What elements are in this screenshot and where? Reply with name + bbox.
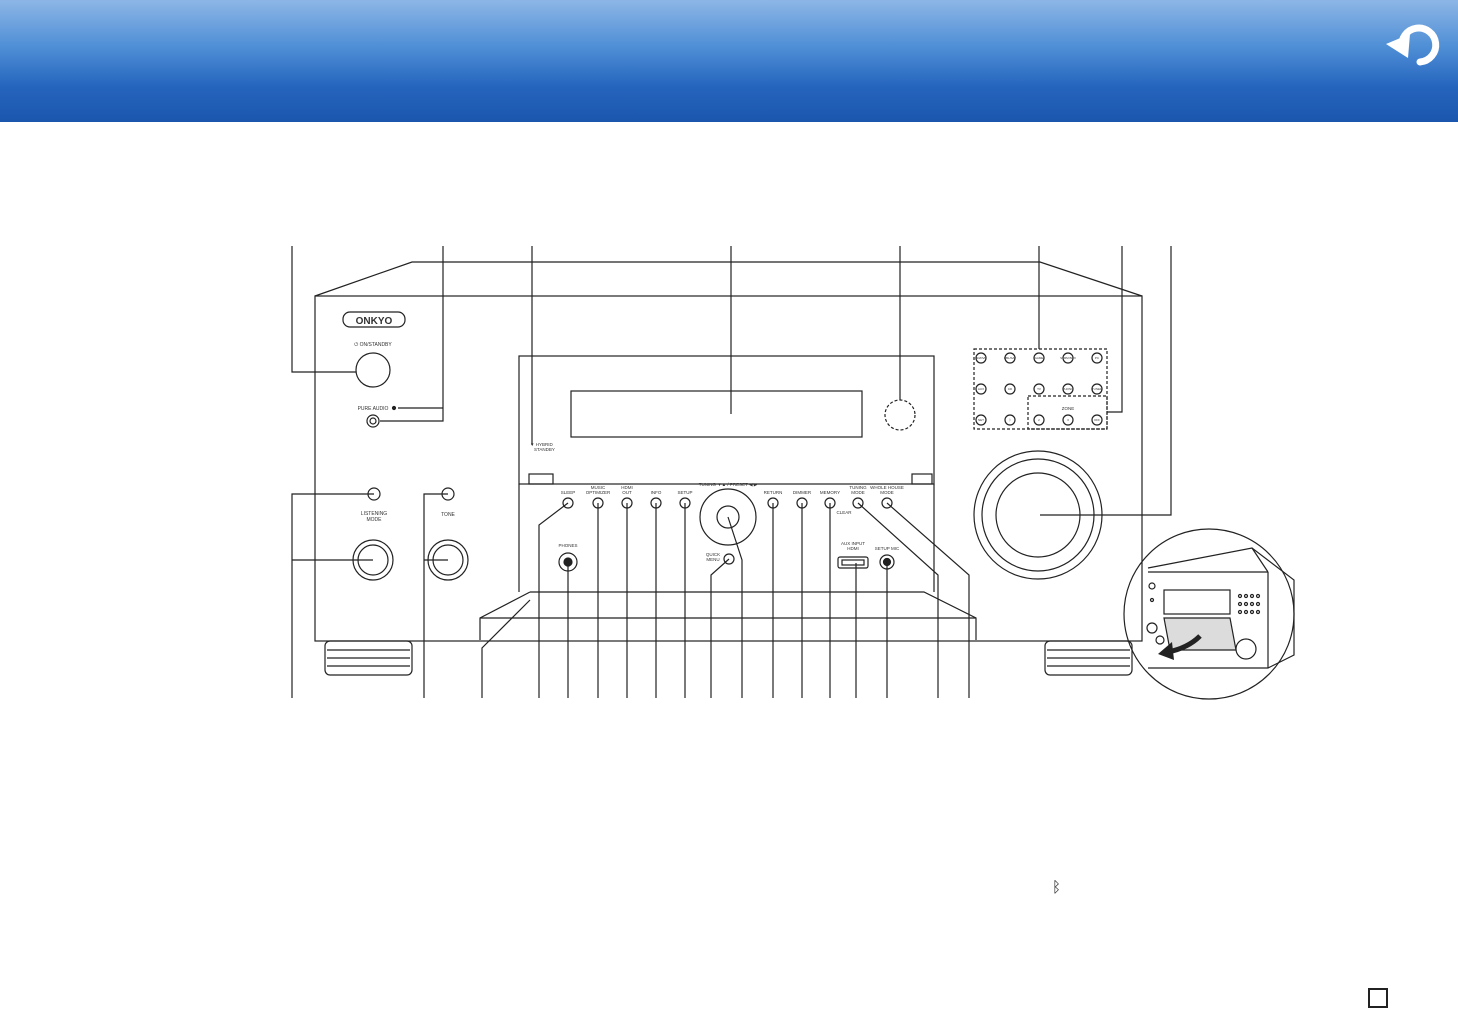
back-button[interactable] [1380, 18, 1442, 70]
input-button-net: NET [978, 418, 984, 422]
setup-mic-label: SETUP MIC [875, 546, 900, 551]
input-button-bd-dvd: BD/DVD [975, 356, 987, 360]
input-button-zone3: 3 [1067, 418, 1069, 422]
input-button-tv: TV [1037, 387, 1041, 391]
dimmer-label: DIMMER [793, 490, 812, 495]
clear-label: CLEAR [836, 510, 852, 515]
power-label: ⏻ ON/STANDBY [354, 342, 392, 348]
input-button-bluetooth: ᛒ [1009, 418, 1011, 422]
tuning-mode-label-2: MODE [851, 490, 865, 495]
listening-mode-label: LISTENING [361, 511, 388, 517]
sleep-label: SLEEP [561, 490, 576, 495]
brand-logo: ONKYO [356, 316, 393, 327]
hdmi-out-label: HDMI [621, 485, 633, 490]
whole-house-label-2: MODE [880, 490, 894, 495]
tuning-preset-label: TUNING ▼▲ / PRESET ◀ ▶ [699, 482, 758, 487]
aux-input-label: AUX INPUT [841, 541, 865, 546]
input-button-tuner: TUNER [1092, 387, 1103, 391]
music-optimizer-label: MUSIC [591, 485, 606, 490]
input-button-off: OFF [1094, 418, 1100, 422]
quick-menu-label: QUICK [706, 552, 720, 557]
aux-input-label-2: HDMI [847, 546, 859, 551]
hdmi-out-label-2: OUT [622, 490, 632, 495]
quick-menu-label-2: MENU [706, 557, 719, 562]
input-button-cbl-sat: CBL/SAT [1004, 356, 1016, 360]
pure-audio-label: PURE AUDIO [358, 406, 389, 412]
input-button-aux: AUX [978, 387, 984, 391]
header-banner [0, 0, 1458, 122]
phones-label: PHONES [558, 543, 577, 548]
return-arrow-icon [1386, 24, 1440, 66]
zone-label: ZONE [1062, 406, 1075, 411]
hybrid-standby-label: ▼ HYBRID [530, 442, 553, 447]
input-button-cd: CD [1008, 387, 1013, 391]
input-button-phono: PHONO [1062, 387, 1074, 391]
bluetooth-icon: ᛒ [1052, 878, 1062, 896]
input-button-game: GAME [1035, 356, 1044, 360]
listening-mode-label-2: MODE [367, 517, 383, 523]
tuning-mode-label: TUNING [849, 485, 867, 490]
input-button-zone2: 2 [1038, 418, 1040, 422]
whole-house-label: WHOLE HOUSE [870, 485, 904, 490]
hybrid-standby-label-2: STANDBY [534, 447, 555, 452]
page-box-icon[interactable] [1368, 988, 1388, 1008]
info-label: INFO [651, 490, 662, 495]
setup-label: SETUP [677, 490, 692, 495]
music-optimizer-label-2: OPTIMIZER [586, 490, 611, 495]
return-label: RETURN [764, 490, 783, 495]
memory-label: MEMORY [820, 490, 840, 495]
input-button-pc: PC [1095, 356, 1100, 360]
tone-label: TONE [441, 512, 455, 518]
input-button-strm-box: STRM BOX [1060, 356, 1076, 360]
